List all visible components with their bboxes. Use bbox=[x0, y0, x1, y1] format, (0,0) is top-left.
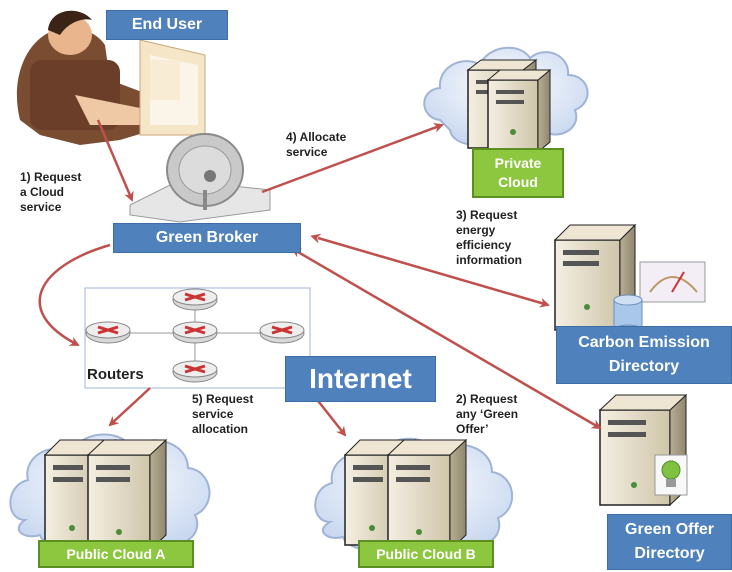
arrow-routers-to-cloud-a bbox=[108, 387, 151, 427]
step-5-label: 5) Request service allocation bbox=[192, 392, 254, 436]
satellite-dish-icon bbox=[129, 133, 271, 223]
step-2-label: 2) Request any ‘Green Offer’ bbox=[456, 392, 519, 436]
green-broker-box: Green Broker bbox=[113, 223, 301, 253]
router-icon bbox=[172, 321, 218, 344]
arrow-broker-to-private-cloud bbox=[261, 123, 444, 194]
arrow-user-to-broker bbox=[96, 119, 134, 202]
end-user-illustration bbox=[16, 10, 206, 145]
step-4-label: 4) Allocate service bbox=[286, 130, 347, 159]
step-1-label: 1) Request a Cloud service bbox=[20, 170, 82, 214]
arrow-broker-green-offer bbox=[291, 247, 602, 430]
public-cloud-a-shape bbox=[9, 433, 211, 554]
private-cloud-shape bbox=[423, 46, 589, 154]
router-icon bbox=[172, 360, 218, 383]
public-cloud-b-box: Public Cloud B bbox=[358, 540, 494, 568]
private-cloud-box: Private Cloud bbox=[472, 148, 564, 198]
end-user-box: End User bbox=[106, 10, 228, 40]
arrow-broker-to-routers bbox=[38, 243, 111, 347]
step-3-label: 3) Request energy efficiency information bbox=[456, 208, 522, 267]
meter-icon bbox=[639, 261, 706, 303]
public-cloud-a-box: Public Cloud A bbox=[38, 540, 194, 568]
green-bulb-icon bbox=[654, 454, 688, 496]
public-cloud-b-shape bbox=[314, 437, 514, 555]
carbon-emission-directory-box: Carbon Emission Directory bbox=[556, 326, 732, 384]
router-icon bbox=[172, 288, 218, 311]
routers-label: Routers bbox=[87, 366, 144, 383]
router-icon bbox=[259, 321, 305, 344]
green-offer-directory-box: Green Offer Directory bbox=[607, 514, 732, 570]
internet-box: Internet bbox=[285, 356, 436, 402]
router-icon bbox=[85, 321, 131, 344]
